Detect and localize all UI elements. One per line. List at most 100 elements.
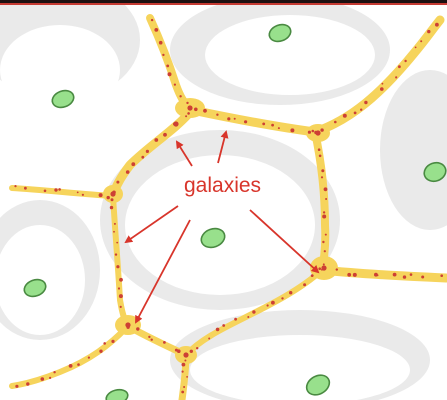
galaxy-dot [187,112,190,115]
galaxy-dot [194,108,198,112]
galaxy-dot [141,156,144,159]
galaxy-dot [162,54,164,56]
galaxy-dot [119,278,123,282]
galaxy-dot [281,297,283,299]
galaxy-dot [24,187,27,190]
galaxy-dot [403,275,406,278]
galaxy-dot [354,112,357,115]
galaxy-dot [308,131,311,134]
galaxy-dot [107,196,110,199]
galaxy-dot [151,19,153,21]
galaxy-dot [49,377,51,379]
galaxy-dot [267,304,269,306]
galaxy-dot [421,276,424,279]
galaxy-dot [163,341,166,344]
galaxy-dot [318,267,321,270]
galaxy-dot [185,115,187,117]
galaxy-dot [119,294,123,298]
galaxy-dot [151,339,153,341]
galaxy-dot [324,187,328,191]
galaxy-dot [404,60,406,62]
galaxy-dot [110,206,113,209]
galaxy-dot [58,188,61,191]
galaxy-dot [319,155,322,158]
galaxy-dot [182,363,186,367]
galaxies-label: galaxies [184,174,261,197]
galaxy-dot [323,263,325,265]
galaxy-dot [186,102,188,104]
galaxy-dot [54,188,57,191]
galaxy-dot [318,148,321,151]
galaxy-dot [179,95,181,97]
galaxy-dot [303,283,306,286]
galaxy-dot [168,72,172,76]
galaxy-dot [364,101,367,104]
galaxy-dot [116,181,119,184]
galaxy-dot [322,241,324,243]
top-border-red [0,3,447,5]
galaxy-dot [126,170,130,174]
galaxy-dot [186,376,188,378]
galaxy-dot [252,310,255,313]
galaxy-dot [53,371,55,373]
galaxy-dot [234,118,236,120]
galaxy-dot [174,84,176,86]
galaxy-dot [311,274,314,277]
galaxy-dot [227,117,230,120]
galaxy-dot [114,223,116,225]
galaxy-dot [377,274,379,276]
galaxy-dot [69,364,73,368]
galaxy-dot [159,41,163,45]
galaxy-dot [44,190,47,193]
galaxy-dot [216,114,218,116]
galaxy-dot [111,340,114,343]
galaxy-dot [26,382,29,385]
galaxy-dot [82,194,84,196]
galaxy-dot [393,273,397,277]
galaxy-dot [118,287,120,289]
galaxy-dot-node [110,191,115,196]
galaxy-dot [15,385,18,388]
galaxy-dot [244,120,247,123]
galaxy-dot [148,336,150,338]
galaxy-dot [116,265,119,268]
galaxy-dot [435,23,439,27]
galaxy-dot [196,347,198,349]
galaxy-dot [271,301,275,305]
galaxy-dot-node [183,352,188,357]
galaxy-dot [175,349,178,352]
galaxy-dot [289,291,292,294]
galaxy-dot [103,342,106,345]
galaxy-dot [182,371,184,373]
galaxy-dot [154,138,158,142]
top-border-dark [0,0,447,3]
galaxy-dot [216,328,220,332]
galaxy-dot [336,268,338,270]
galaxy-dot [262,123,265,126]
galaxy-dot [166,65,169,68]
galaxy-dot-node [125,322,130,327]
galaxy-dot [320,128,323,131]
galaxy-dot [427,30,430,33]
galaxy-dot [116,242,118,244]
galaxy-dot [131,162,135,166]
galaxy-dot [203,109,207,113]
galaxy-dot [440,274,443,277]
galaxy-dot [77,363,80,366]
galaxy-dot [324,250,326,252]
galaxy-dot [234,318,237,321]
galaxy-dot [395,76,397,78]
galaxy-dot [247,316,249,318]
galaxy-dot [77,192,79,194]
galaxy-dot [398,65,401,68]
galaxy-dot [183,386,185,388]
galaxy-dot [163,133,167,137]
galaxy-dot [347,273,351,277]
galaxy-dot [99,193,103,197]
galaxy-dot [382,83,384,85]
galaxy-dot [190,350,193,353]
galaxy-dot [360,109,362,111]
galaxy-dot [290,128,294,132]
galaxy-dot [325,198,327,200]
